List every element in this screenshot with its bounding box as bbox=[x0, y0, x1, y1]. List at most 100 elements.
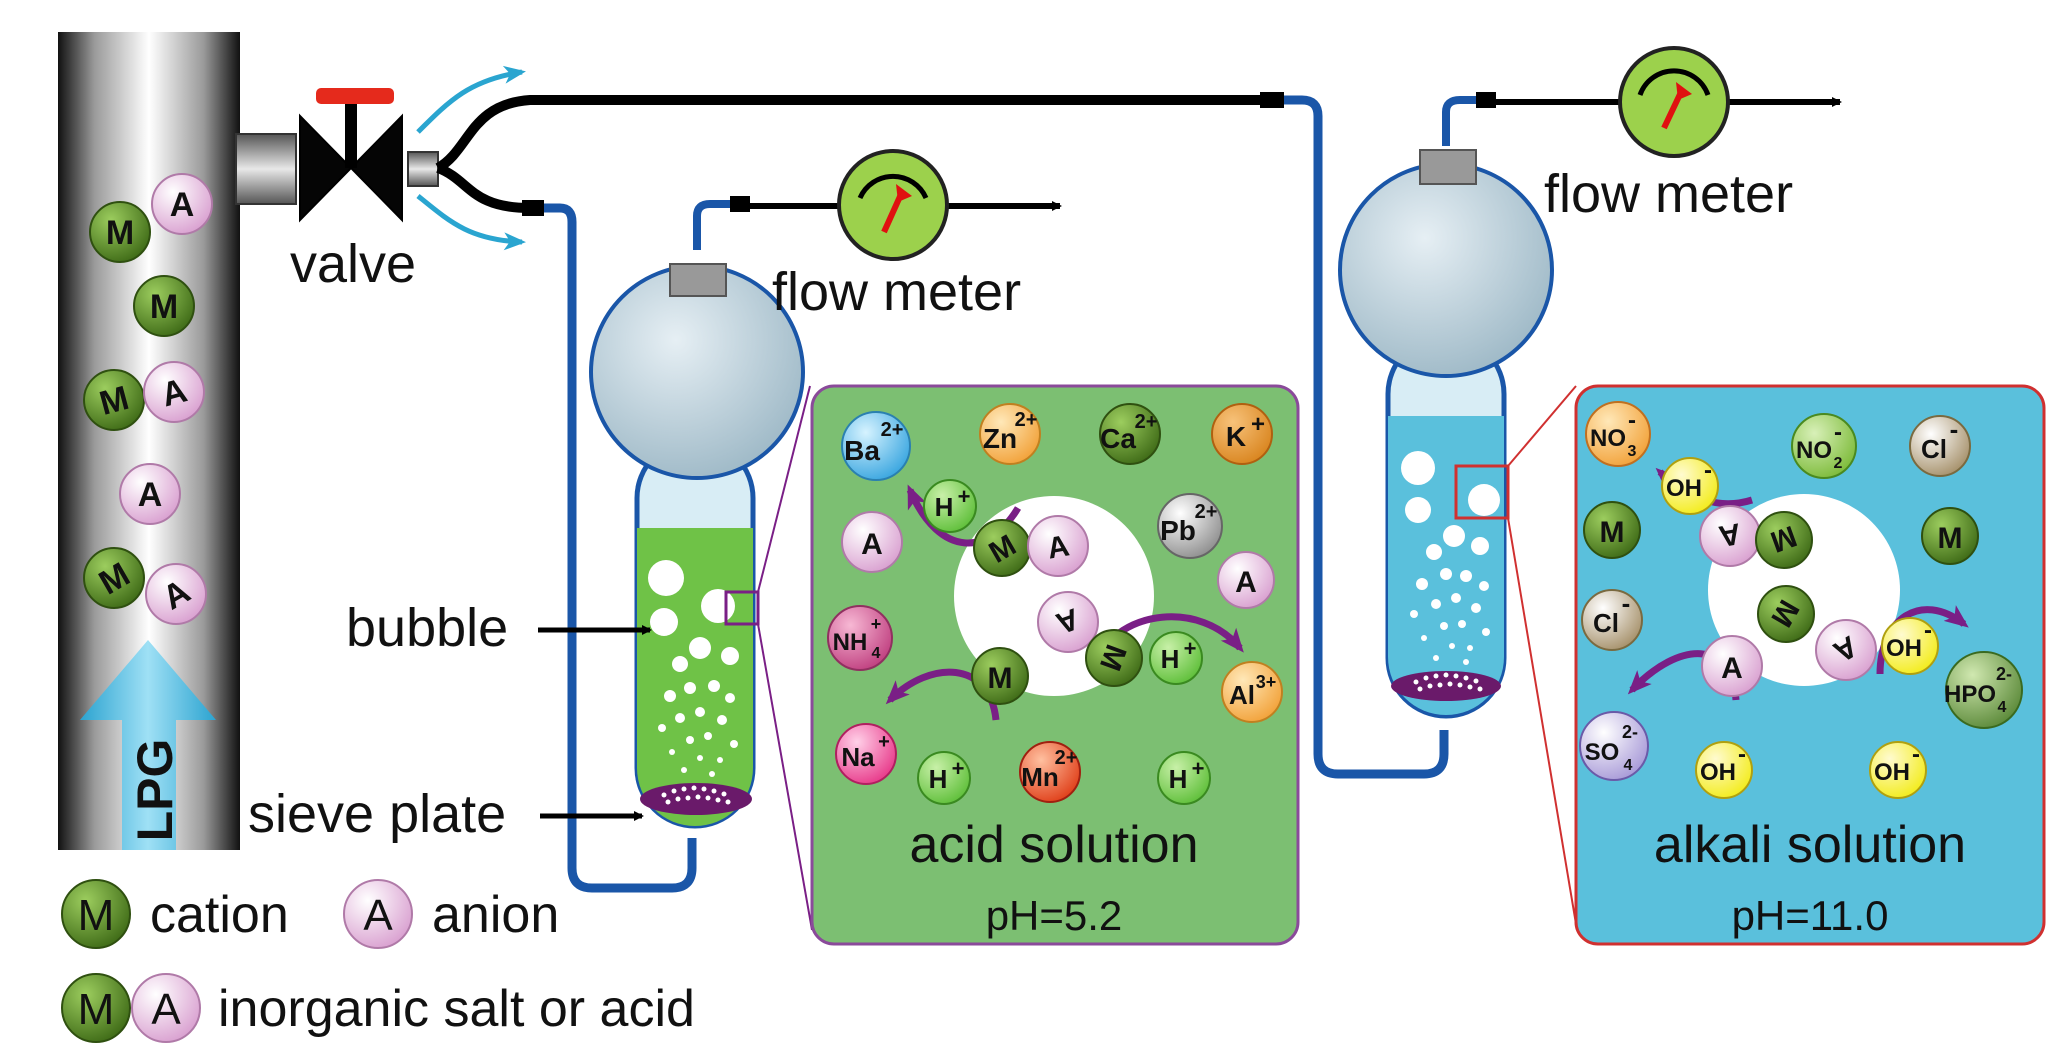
svg-text:A: A bbox=[151, 985, 181, 1034]
alkali-solution-label: alkali solution bbox=[1654, 816, 1966, 874]
acid-bottle bbox=[589, 263, 805, 829]
svg-text:M: M bbox=[1600, 516, 1625, 549]
legend: M cation A anion M A inorganic salt or a… bbox=[61, 879, 695, 1043]
ion-no2minus: NO 2 - bbox=[1791, 413, 1857, 479]
svg-text:SO: SO bbox=[1585, 739, 1620, 766]
ion-anion-2: A bbox=[1217, 551, 1275, 609]
svg-text:A: A bbox=[861, 528, 883, 561]
ion-nh4plus: NH 4 + bbox=[827, 605, 893, 671]
pipe-cation-1: M bbox=[89, 201, 151, 263]
svg-text:A: A bbox=[363, 891, 393, 940]
svg-text:2+: 2+ bbox=[881, 419, 904, 441]
svg-text:-: - bbox=[1834, 419, 1842, 446]
ion-cation-3: M bbox=[971, 647, 1029, 705]
svg-text:Na: Na bbox=[841, 742, 875, 772]
svg-text:M: M bbox=[150, 288, 178, 326]
svg-text:-: - bbox=[1704, 457, 1712, 484]
svg-text:4: 4 bbox=[1998, 699, 2007, 716]
svg-text:OH: OH bbox=[1874, 759, 1910, 786]
ion-zn2plus: Zn 2+ bbox=[979, 403, 1041, 465]
valve-label: valve bbox=[290, 234, 416, 294]
ion-anion-in-bubble-1: A bbox=[1027, 515, 1089, 577]
svg-text:2+: 2+ bbox=[1135, 411, 1158, 433]
ion-anion-a3: A bbox=[1701, 635, 1763, 697]
svg-text:H: H bbox=[929, 764, 948, 794]
valve-icon[interactable] bbox=[299, 88, 403, 223]
svg-text:-: - bbox=[1924, 617, 1932, 644]
ion-pb2plus: Pb 2+ bbox=[1157, 493, 1223, 559]
pipe-cation-4: M bbox=[83, 547, 145, 609]
svg-text:+: + bbox=[878, 731, 890, 753]
ion-no3minus: NO 3 - bbox=[1585, 401, 1651, 467]
ion-anion-1: A bbox=[841, 511, 903, 573]
ion-cation-a1: M bbox=[1583, 501, 1641, 559]
svg-text:-: - bbox=[1738, 741, 1746, 768]
pipe-anion-1: A bbox=[151, 173, 213, 235]
svg-text:-: - bbox=[1628, 407, 1636, 434]
sieve-plate-holes bbox=[661, 785, 731, 805]
svg-text:2+: 2+ bbox=[1015, 409, 1038, 431]
ion-cation-in-bubble-a1: M bbox=[1755, 511, 1813, 569]
svg-text:Mn: Mn bbox=[1021, 762, 1059, 792]
ion-hplus-1: H + bbox=[923, 479, 977, 533]
svg-text:+: + bbox=[1251, 411, 1265, 438]
flow-meter-1-label: flow meter bbox=[772, 262, 1021, 322]
flow-meter-2-label: flow meter bbox=[1544, 164, 1793, 224]
ion-naplus: Na + bbox=[835, 723, 897, 785]
ion-hpo4-2minus: HPO 4 2- bbox=[1944, 651, 2023, 729]
ion-ohminus-3: OH - bbox=[1695, 741, 1753, 799]
ion-al3plus: Al 3+ bbox=[1221, 661, 1283, 723]
svg-text:+: + bbox=[871, 614, 882, 634]
gas-splitter bbox=[416, 65, 1268, 251]
svg-text:Pb: Pb bbox=[1160, 515, 1196, 546]
svg-text:HPO: HPO bbox=[1944, 681, 1996, 708]
ion-ba2plus: Ba 2+ bbox=[841, 411, 911, 481]
legend-anion-icon: A bbox=[343, 879, 413, 949]
svg-text:NO: NO bbox=[1590, 425, 1626, 452]
sieve-plate-callout: sieve plate bbox=[248, 784, 644, 844]
bubble-label: bubble bbox=[346, 598, 508, 658]
acid-solution-label: acid solution bbox=[909, 816, 1198, 874]
ion-cation-in-bubble-2: M bbox=[1085, 629, 1143, 687]
svg-text:2: 2 bbox=[1834, 455, 1843, 472]
legend-cation-label: cation bbox=[150, 886, 289, 944]
svg-text:M: M bbox=[78, 891, 115, 940]
ion-hplus-2: H + bbox=[1149, 631, 1203, 685]
svg-text:H: H bbox=[935, 492, 954, 522]
ion-kplus: K + bbox=[1211, 403, 1273, 465]
svg-text:M: M bbox=[78, 985, 115, 1034]
svg-text:A: A bbox=[1235, 566, 1257, 599]
blue-tubing bbox=[522, 92, 1476, 893]
svg-text:Ba: Ba bbox=[844, 435, 880, 466]
zoom-lines bbox=[757, 385, 1577, 931]
ion-clminus-1: Cl - bbox=[1909, 414, 1971, 477]
acid-ph-label: pH=5.2 bbox=[986, 892, 1123, 939]
ion-clminus-2: Cl - bbox=[1581, 588, 1643, 651]
bubble-callout: bubble bbox=[346, 598, 652, 658]
ion-ohminus-2: OH - bbox=[1881, 617, 1939, 675]
svg-text:+: + bbox=[958, 484, 971, 509]
pipe-anion-2: A bbox=[143, 361, 205, 423]
svg-text:Cl: Cl bbox=[1593, 608, 1619, 638]
svg-text:+: + bbox=[1192, 756, 1205, 781]
lpg-label: LPG bbox=[127, 739, 183, 842]
alkali-bottle bbox=[1338, 149, 1554, 719]
ion-anion-in-bubble-a1: A bbox=[1699, 505, 1761, 567]
svg-text:4: 4 bbox=[1624, 757, 1633, 774]
sieve-plate-label: sieve plate bbox=[248, 784, 506, 844]
ion-ohminus-4: OH - bbox=[1869, 741, 1927, 799]
alkali-solution-panel: NO 3 - NO 2 - Cl - OH - M M A M M A bbox=[1574, 384, 2046, 946]
alkali-ph-label: pH=11.0 bbox=[1732, 892, 1889, 939]
pipe-cation-3: M bbox=[83, 369, 145, 431]
ion-hplus-3: H + bbox=[917, 751, 971, 805]
svg-text:2-: 2- bbox=[1622, 722, 1638, 742]
pipe-ions: M A M M A A M A bbox=[83, 173, 213, 625]
svg-text:OH: OH bbox=[1886, 635, 1922, 662]
svg-text:OH: OH bbox=[1700, 759, 1736, 786]
svg-text:NO: NO bbox=[1796, 437, 1832, 464]
legend-cation-icon: M bbox=[61, 879, 131, 949]
pipe-connector bbox=[235, 133, 439, 205]
flow-meter-2-icon bbox=[1476, 46, 1842, 158]
svg-text:A: A bbox=[170, 186, 195, 224]
